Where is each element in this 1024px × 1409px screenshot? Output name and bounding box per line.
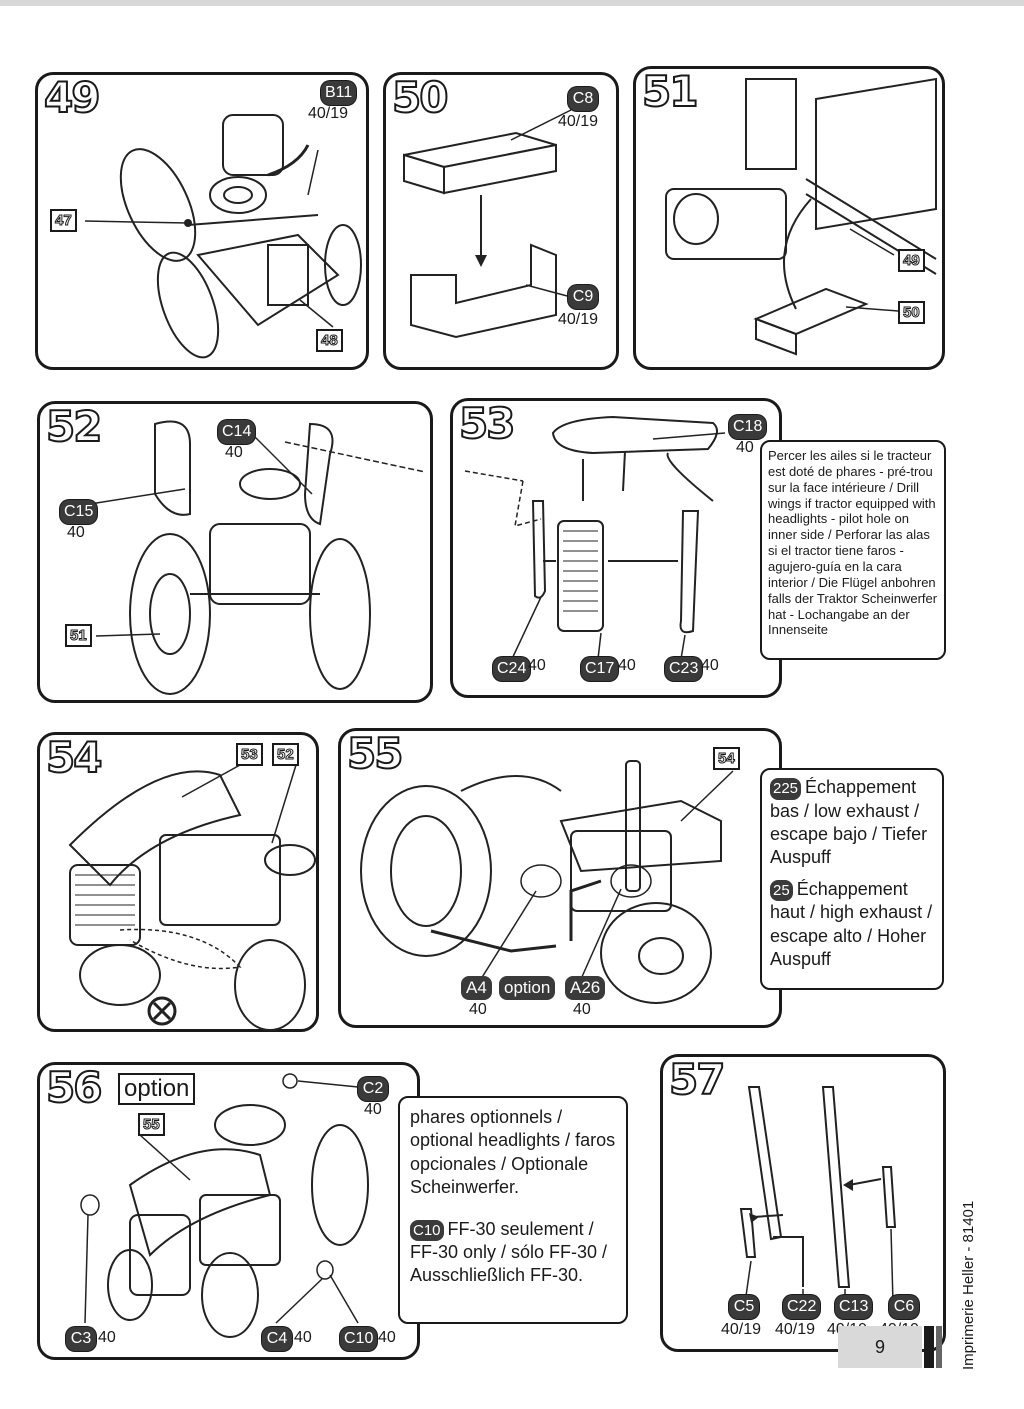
step-number: 56	[45, 1063, 103, 1112]
step-51-panel: 51 49 50	[633, 66, 945, 370]
ref-step-53: 53	[236, 743, 263, 766]
step-53-panel: 53 C18 40 C24 40 C17 40 C23 40	[450, 398, 782, 698]
drill-wings-note: Percer les ailes si le tracteur est doté…	[760, 440, 946, 660]
page-number: 9	[838, 1326, 922, 1368]
part-badge-c6: C6	[889, 1295, 919, 1319]
option-label: option	[499, 976, 556, 1000]
part-badge-c17: C17	[581, 657, 619, 681]
part-ratio: 40	[67, 524, 85, 541]
part-badge-c2: C2	[358, 1077, 388, 1101]
step-52-panel: 52 C14 40 C15 40 51	[37, 401, 433, 703]
step-number: 52	[45, 402, 103, 451]
part-badge-a4: A4	[461, 976, 492, 1000]
step-55-panel: 55 54 A4 option A26 40 40	[338, 728, 782, 1028]
part-badge-c18: C18	[729, 415, 767, 439]
part-badge-225: 225	[770, 778, 802, 800]
grille-drawing	[464, 415, 726, 662]
part-ratio: 40	[736, 439, 754, 456]
step-number: 49	[43, 73, 101, 122]
ref-step-47: 47	[50, 209, 77, 232]
part-badge-c23: C23	[665, 657, 703, 681]
part-ratio: 40	[98, 1329, 116, 1346]
part-ratio: 40	[701, 657, 719, 674]
fenders-drawing	[89, 420, 426, 695]
part-badge-c4: C4	[262, 1327, 292, 1351]
part-ratio: 40/19	[308, 105, 349, 122]
page-bar-1	[924, 1326, 934, 1368]
part-ratio: 40	[378, 1329, 396, 1346]
part-badge-c13: C13	[835, 1295, 873, 1319]
step-54-panel: 54 53 52	[37, 732, 319, 1032]
step-56-panel: 56 option 55 C2 40 C3 40 C4 40 C10 40	[37, 1062, 420, 1360]
part-badge-c9: C9	[568, 285, 598, 309]
part-badge-c3: C3	[66, 1327, 96, 1351]
step-number: 53	[458, 399, 516, 448]
ff30-only-text: FF-30 seulement / FF-30 only / sólo FF-3…	[410, 1218, 608, 1286]
page-top-edge	[0, 0, 1024, 6]
part-ratio: 40	[294, 1329, 312, 1346]
page-bar-2	[936, 1326, 942, 1368]
step-number: 50	[391, 73, 449, 122]
part-badge-b11: B11	[321, 81, 357, 105]
part-badge-c22: C22	[783, 1295, 821, 1319]
part-ratio: 40	[469, 1001, 487, 1018]
part-ratio: 40	[364, 1101, 382, 1118]
headlights-note: phares optionnels / optional headlights …	[398, 1096, 628, 1324]
drill-wings-note-text: Percer les ailes si le tracteur est doté…	[768, 448, 938, 638]
toolbox-drawing	[403, 109, 572, 339]
ref-step-49: 49	[898, 249, 925, 272]
step-49-panel: 49 B11 40/19 47 48	[35, 72, 369, 370]
ref-step-48: 48	[316, 329, 343, 352]
headlights-drawing	[80, 1073, 369, 1338]
step-number: 54	[45, 733, 103, 782]
part-badge-c10: C10	[340, 1327, 378, 1351]
option-label: option	[118, 1073, 196, 1105]
hood-drawing	[68, 764, 316, 1031]
part-ratio: 40	[618, 657, 636, 674]
optional-headlights-text: phares optionnels / optional headlights …	[410, 1107, 616, 1198]
part-ratio: 40/19	[558, 311, 599, 328]
step-50-panel: 50 C8 40/19 C9 40/19	[383, 72, 619, 370]
step-57-panel: 57 C5 40/19 C22 40/19 C13 40/19 C6 40/19	[660, 1054, 946, 1352]
ref-step-50: 50	[898, 301, 925, 324]
part-badge-c8: C8	[568, 87, 598, 111]
part-badge-c5: C5	[729, 1295, 759, 1319]
step-number: 55	[346, 729, 404, 778]
ref-step-52: 52	[272, 743, 299, 766]
part-ratio: 40/19	[558, 113, 599, 130]
tractor-steering-drawing	[84, 114, 362, 359]
part-badge-c14: C14	[218, 420, 256, 444]
exhaust-drawing	[360, 760, 734, 1004]
step-number: 57	[668, 1055, 726, 1104]
part-ratio: 40	[528, 657, 546, 674]
engine-bay-drawing	[665, 77, 937, 356]
part-ratio: 40/19	[721, 1321, 762, 1338]
part-ratio: 40	[573, 1001, 591, 1018]
part-badge-c24: C24	[493, 657, 531, 681]
ref-step-54: 54	[713, 747, 740, 770]
part-ratio: 40/19	[775, 1321, 816, 1338]
imprint-text: Imprimerie Heller - 81401	[960, 1200, 977, 1370]
low-exhaust-text: Échappement bas / low exhaust / escape b…	[770, 777, 928, 868]
ref-step-55: 55	[138, 1113, 165, 1136]
lift-arms-drawing	[739, 1086, 897, 1304]
high-exhaust-text: Échappement haut / high exhaust / escape…	[770, 878, 933, 969]
part-badge-25: 25	[770, 879, 793, 902]
ref-step-51: 51	[65, 624, 92, 647]
part-ratio: 40	[225, 444, 243, 461]
part-badge-a26: A26	[565, 976, 606, 1000]
part-badge-c10: C10	[410, 1219, 444, 1242]
part-badge-c15: C15	[60, 500, 98, 524]
step-number: 51	[641, 67, 699, 116]
